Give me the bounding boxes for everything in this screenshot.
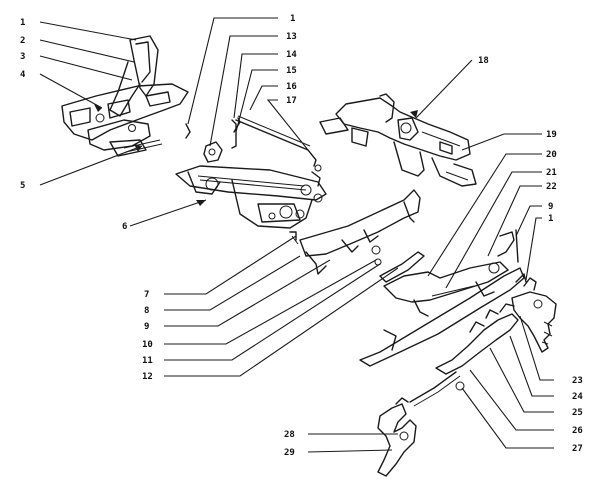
callout-1-top-middle: 1 <box>290 14 295 24</box>
bottom-hook-lever <box>377 397 417 477</box>
callout-2: 2 <box>20 36 25 46</box>
callout-10: 10 <box>142 340 153 350</box>
callout-16: 16 <box>286 82 297 92</box>
callout-1-top-left: 1 <box>20 18 25 28</box>
leader-lines <box>39 17 554 453</box>
callout-21: 21 <box>546 168 557 178</box>
upper-right-frame-assembly <box>319 93 477 187</box>
callout-7: 7 <box>144 290 149 300</box>
callout-15: 15 <box>286 66 297 76</box>
callout-28: 28 <box>284 430 295 440</box>
callout-25: 25 <box>572 408 583 418</box>
toothed-lever-assembly <box>511 273 557 353</box>
callout-19: 19 <box>546 130 557 140</box>
lower-linkage-plate <box>409 303 519 407</box>
lower-right-long-bar <box>359 229 525 367</box>
callout-24: 24 <box>572 392 583 402</box>
center-shaft-assembly <box>175 165 327 229</box>
leader-arrowheads <box>94 104 418 206</box>
callout-6: 6 <box>122 222 127 232</box>
callout-14: 14 <box>286 50 297 60</box>
callout-9-right: 9 <box>548 202 553 212</box>
callout-9-left: 9 <box>144 322 149 332</box>
callout-22: 22 <box>546 182 557 192</box>
callout-5: 5 <box>20 181 25 191</box>
callout-18: 18 <box>478 56 489 66</box>
callout-23: 23 <box>572 376 583 386</box>
callout-13: 13 <box>286 32 297 42</box>
callout-26: 26 <box>572 426 583 436</box>
callout-29: 29 <box>284 448 295 458</box>
small-pins-clips <box>185 115 322 187</box>
callout-4: 4 <box>20 70 26 80</box>
callout-3: 3 <box>20 52 25 62</box>
callout-20: 20 <box>546 150 557 160</box>
callout-17: 17 <box>286 96 297 106</box>
callout-27: 27 <box>572 444 583 454</box>
middle-slider-bar <box>289 189 425 283</box>
callout-1-right: 1 <box>548 214 553 224</box>
callout-12: 12 <box>142 372 153 382</box>
callout-labels: 1 2 3 4 5 6 1 13 14 15 16 17 18 19 20 21… <box>20 14 583 458</box>
top-left-bracket-assembly <box>61 35 189 157</box>
callout-11: 11 <box>142 356 153 366</box>
callout-8: 8 <box>144 306 149 316</box>
